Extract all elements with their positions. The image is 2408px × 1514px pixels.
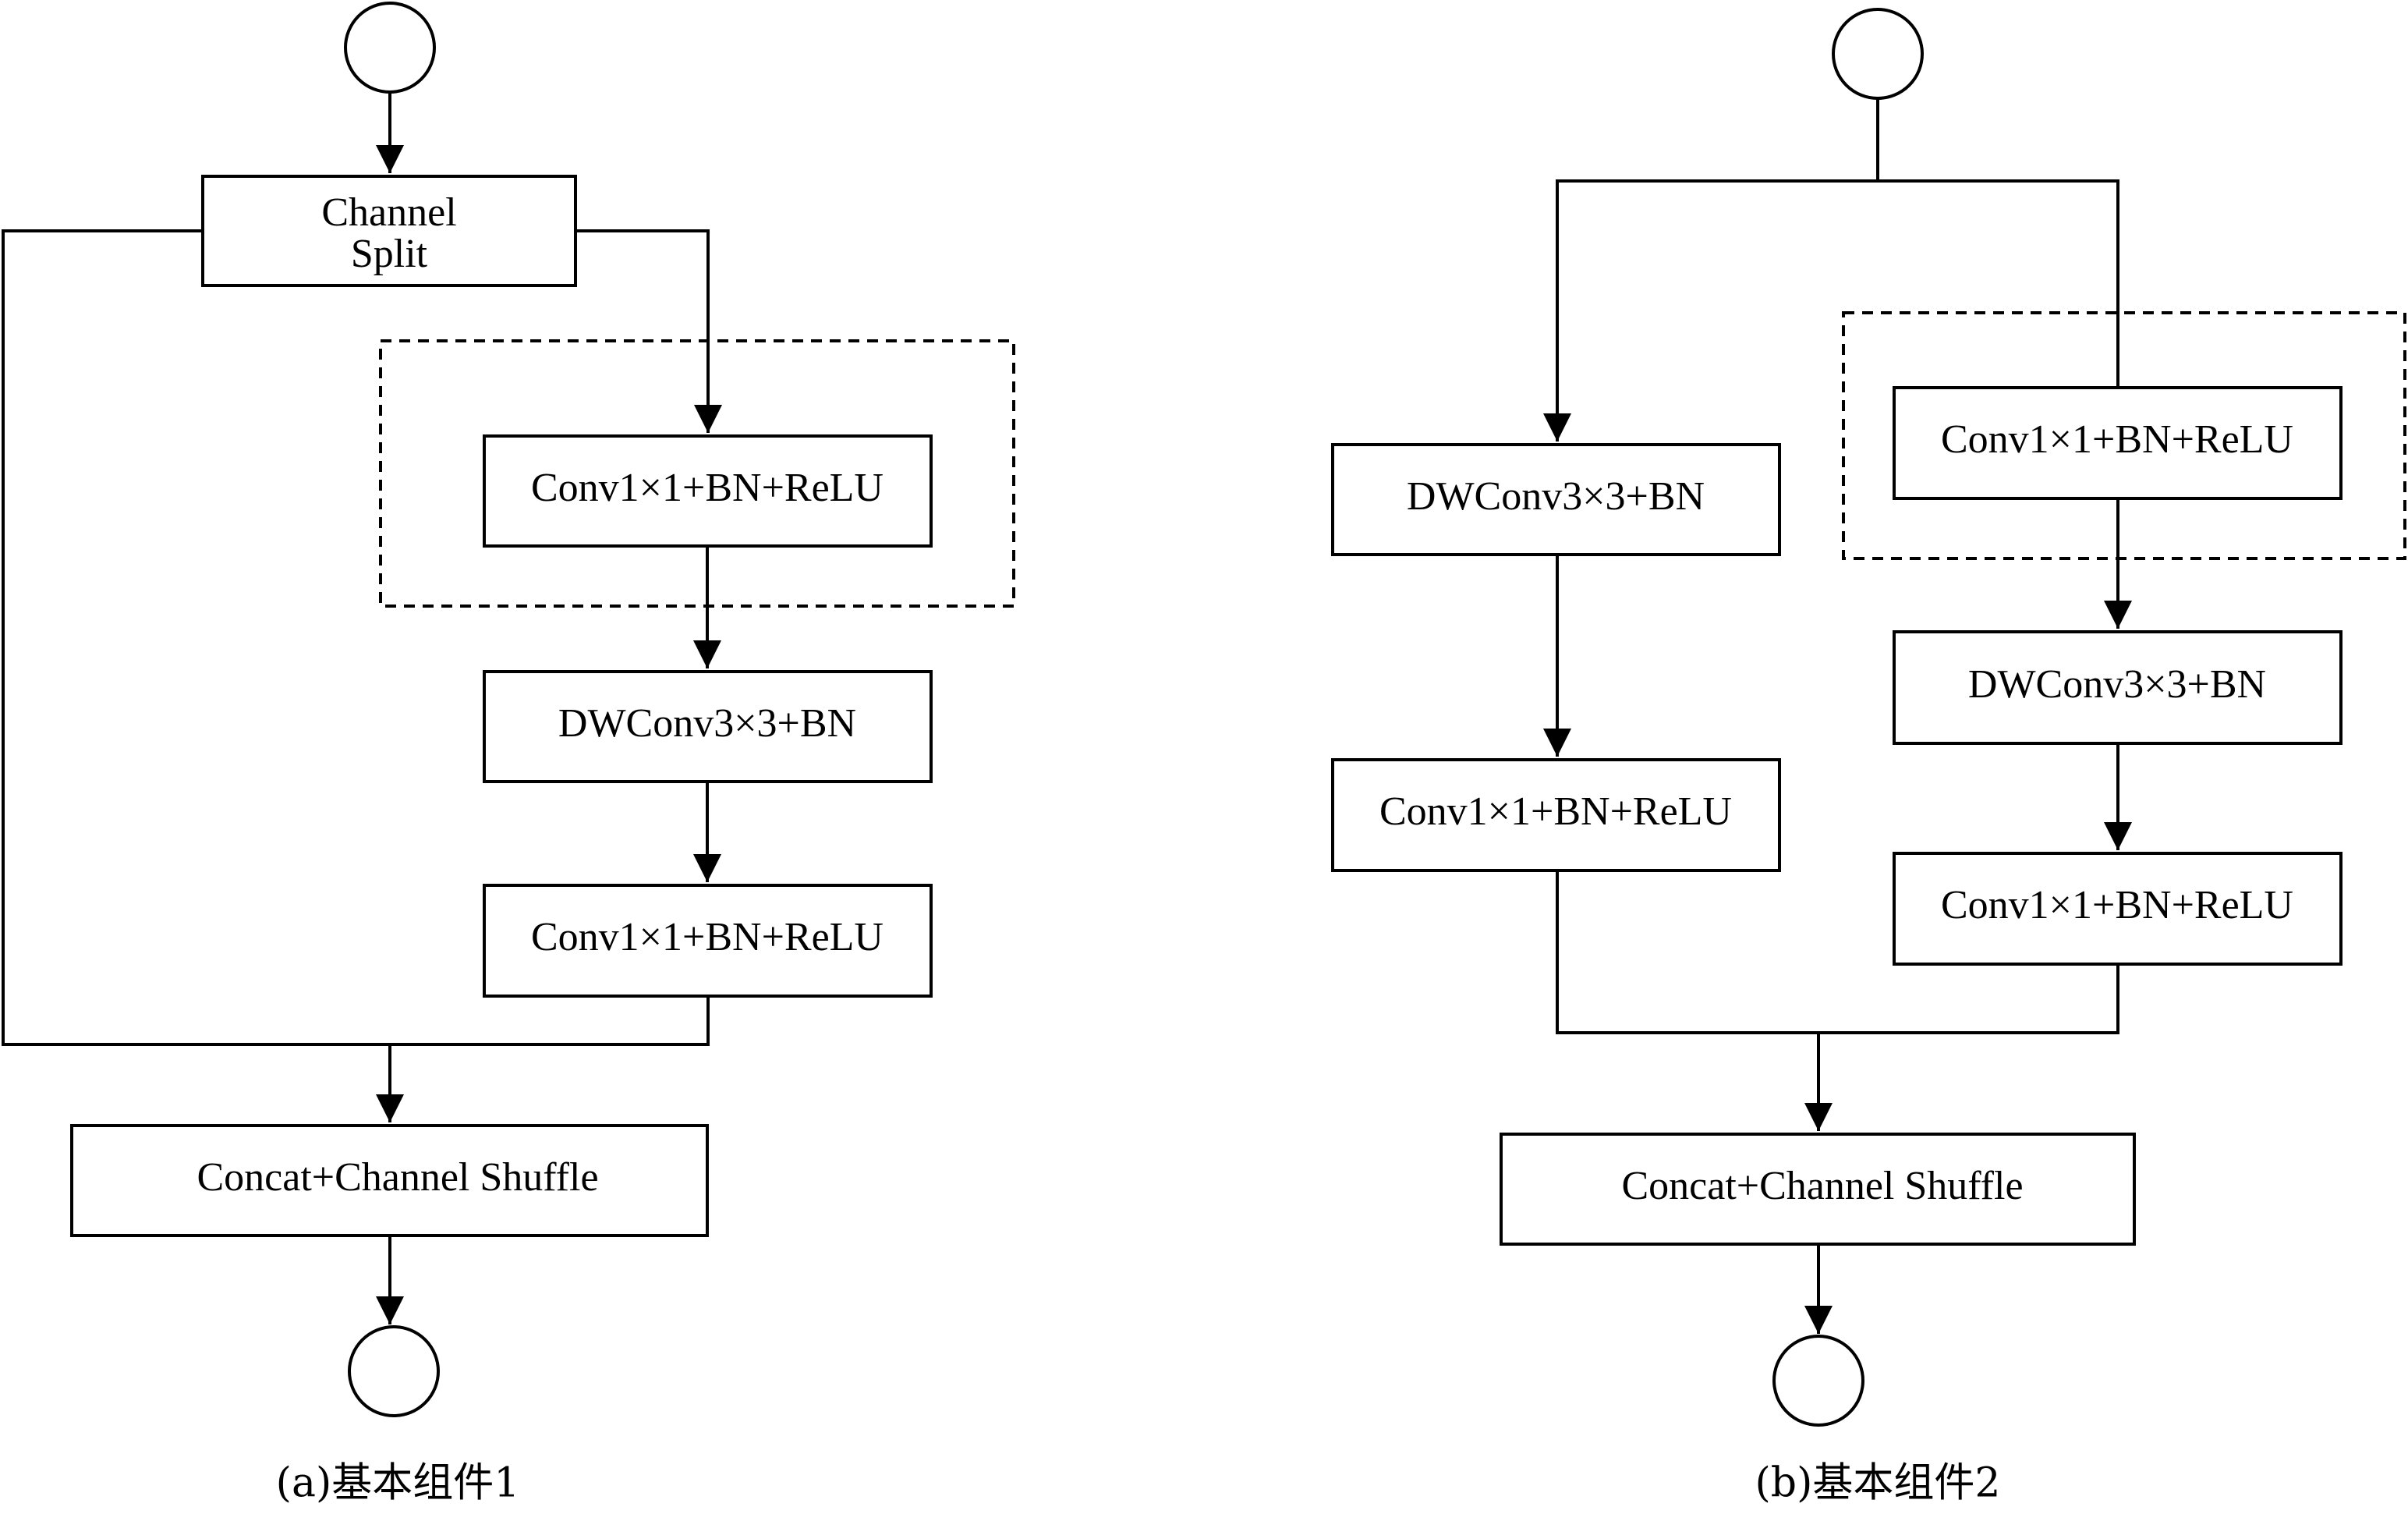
concat-label-a: Concat+Channel Shuffle (197, 1155, 598, 1200)
conv2-box-a (483, 884, 933, 998)
channel-split-label-line2: Split (351, 232, 428, 276)
right-conv2-label-b: Conv1×1+BN+ReLU (1941, 883, 2293, 927)
right-branch-stem-b (1878, 179, 2119, 388)
output-node-b (1772, 1335, 1864, 1427)
shortcut-branch-a (2, 229, 710, 1046)
caption-a: (a)基本组件1 (276, 1460, 520, 1507)
diagram-a: Channel Split Conv1×1+BN+ReLU DWConv3×3+… (2, 2, 1015, 1507)
right-dwconv-box-b (1893, 630, 2342, 745)
merge-line-b (1556, 870, 2119, 1034)
concat-label-b: Concat+Channel Shuffle (1621, 1164, 2023, 1208)
input-node-b (1832, 8, 1924, 100)
right-conv1-box-b (1893, 386, 2342, 500)
conv1-label-a: Conv1×1+BN+ReLU (531, 466, 884, 510)
conv1-box-a (483, 434, 933, 548)
arrow-split-to-conv1-a (575, 229, 722, 433)
left-conv-box-b (1331, 758, 1781, 872)
concat-box-a (70, 1124, 709, 1237)
right-conv1-label-b: Conv1×1+BN+ReLU (1941, 417, 2293, 462)
conv2-label-a: Conv1×1+BN+ReLU (531, 915, 884, 959)
caption-b: (b)基本组件2 (1755, 1460, 2001, 1507)
channel-split-label-line1: Channel (321, 190, 456, 235)
left-dwconv-box-b (1331, 443, 1781, 556)
right-dwconv-label-b: DWConv3×3+BN (1968, 662, 2266, 707)
left-conv-label-b: Conv1×1+BN+ReLU (1379, 789, 1732, 834)
dashed-group-b (1842, 311, 2406, 560)
left-dwconv-label-b: DWConv3×3+BN (1407, 474, 1705, 519)
arrow-to-left-dwconv-b (1543, 179, 1878, 441)
right-conv2-box-b (1893, 852, 2342, 966)
dwconv-label-a: DWConv3×3+BN (558, 701, 856, 746)
input-node-a (344, 2, 436, 94)
diagram-b: DWConv3×3+BN Conv1×1+BN+ReLU Conv1×1+BN+… (1331, 8, 2406, 1507)
output-node-a (348, 1325, 440, 1417)
concat-box-b (1500, 1133, 2136, 1246)
dwconv-box-a (483, 670, 933, 783)
